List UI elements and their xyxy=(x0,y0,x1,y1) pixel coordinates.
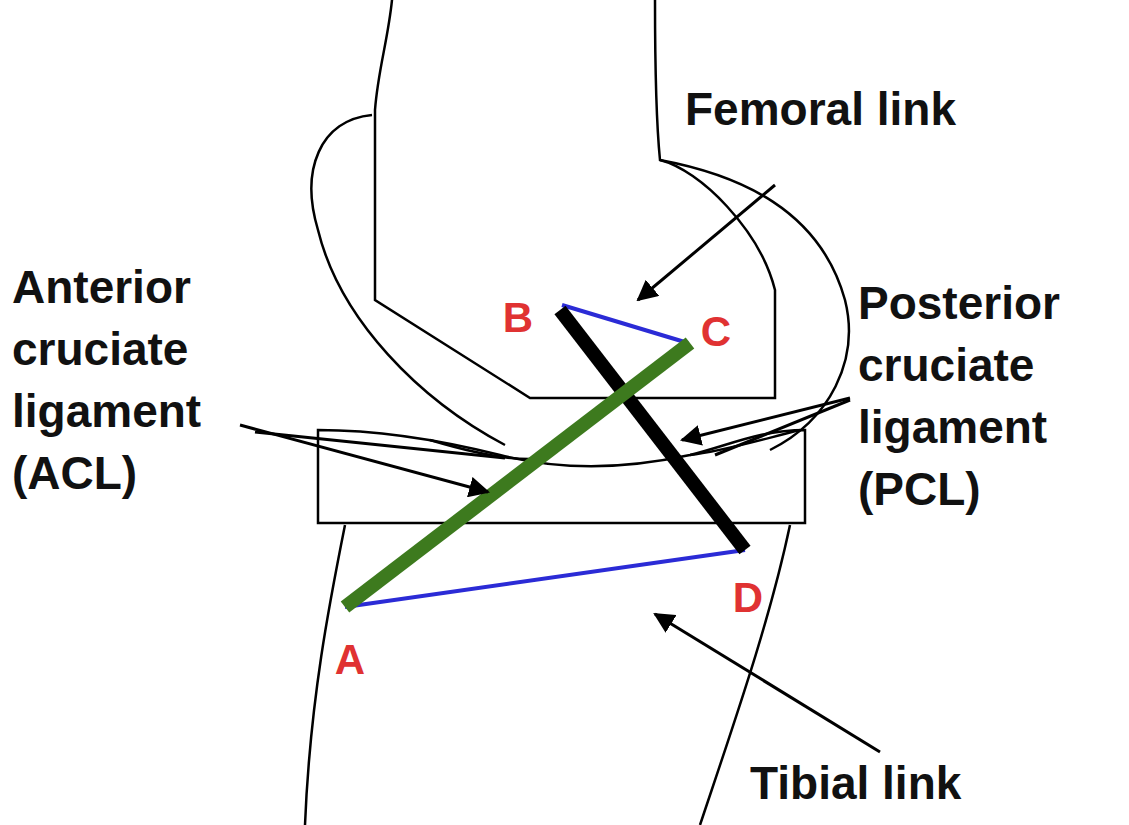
point-letter: B xyxy=(503,295,533,341)
part-label: Femoral link xyxy=(685,78,956,140)
point-letter: C xyxy=(701,309,731,355)
leader-arrow xyxy=(655,614,880,752)
leader-arrow xyxy=(638,185,775,300)
leader-lines xyxy=(240,185,880,752)
part-label: Tibial link xyxy=(750,752,961,814)
leader-line xyxy=(715,400,850,455)
acl-bar xyxy=(345,343,690,607)
femur-condyle xyxy=(312,115,505,445)
point-letter: D xyxy=(733,575,763,621)
part-label: Anterior cruciate ligament (ACL) xyxy=(12,256,201,504)
leader-line xyxy=(255,432,505,458)
point-letter: A xyxy=(335,637,365,683)
part-label: Posterior cruciate ligament (PCL) xyxy=(858,272,1060,520)
